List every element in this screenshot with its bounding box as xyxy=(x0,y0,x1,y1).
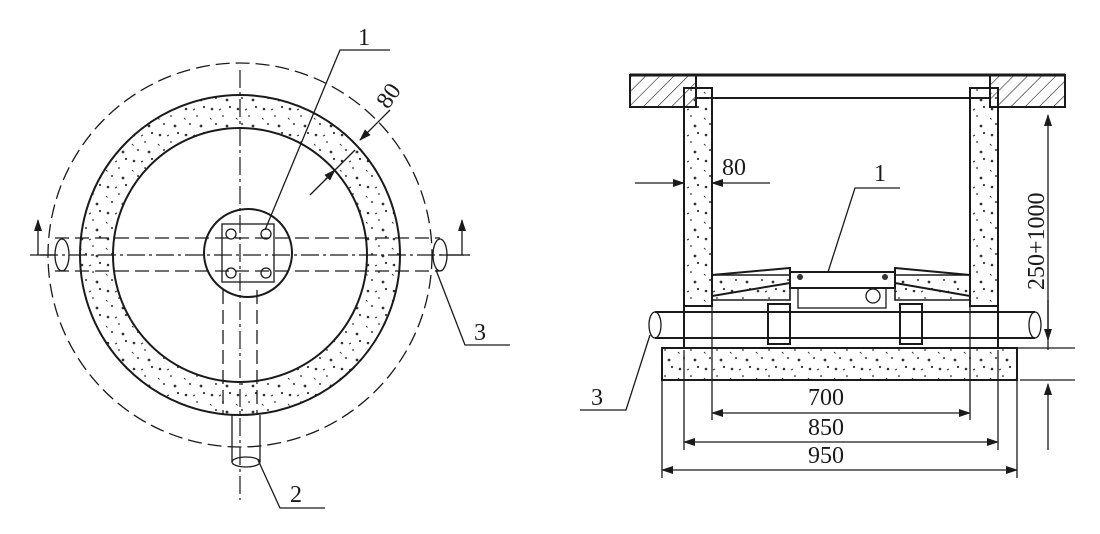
leader-item2 xyxy=(257,459,325,509)
pipe-support-left xyxy=(767,303,791,345)
thickness-arrow-outer xyxy=(359,109,391,141)
left-wall xyxy=(683,87,713,307)
plan-view: 80 1 3 2 xyxy=(30,25,510,509)
pump-base xyxy=(797,287,887,309)
pump-base-plate xyxy=(221,223,275,283)
pipe-end-right xyxy=(1028,311,1042,339)
section-view: 80 1 3 250+1000 700 850 950 xyxy=(580,73,1075,478)
pipe-end-left xyxy=(648,311,662,339)
anchor-bolt xyxy=(260,267,272,279)
anchor-bolt xyxy=(225,267,237,279)
thickness-arrow-inner xyxy=(309,169,336,196)
pipe-support-right xyxy=(899,303,923,345)
dim-700-label: 700 xyxy=(808,385,844,411)
right-wall xyxy=(969,87,999,307)
section-leader-1 xyxy=(827,187,900,273)
plan-label-1: 1 xyxy=(358,25,370,51)
central-sump xyxy=(203,208,293,298)
base-slab xyxy=(661,347,1018,381)
sloped-floor xyxy=(711,274,971,301)
pump-stud xyxy=(882,274,888,280)
dim-950-label: 950 xyxy=(808,443,844,469)
plan-label-3: 3 xyxy=(474,320,486,346)
pump-stud xyxy=(797,274,803,280)
pump-unit xyxy=(789,271,896,289)
section-leader-3 xyxy=(580,334,651,411)
section-thickness-label: 80 xyxy=(722,155,746,181)
height-label: 250+1000 xyxy=(1024,192,1050,290)
plan-thickness-label: 80 xyxy=(372,79,407,114)
section-label-1: 1 xyxy=(874,161,886,187)
outlet-pipe-end xyxy=(231,456,261,468)
section-label-3: 3 xyxy=(591,385,603,411)
plan-label-2: 2 xyxy=(290,482,302,508)
pump-bolt xyxy=(865,288,881,304)
anchor-bolt xyxy=(225,228,237,240)
leader-item1 xyxy=(264,49,390,231)
floor-slab-right xyxy=(989,74,1066,108)
leader-item3 xyxy=(435,269,510,346)
dim-850-label: 850 xyxy=(808,415,844,441)
